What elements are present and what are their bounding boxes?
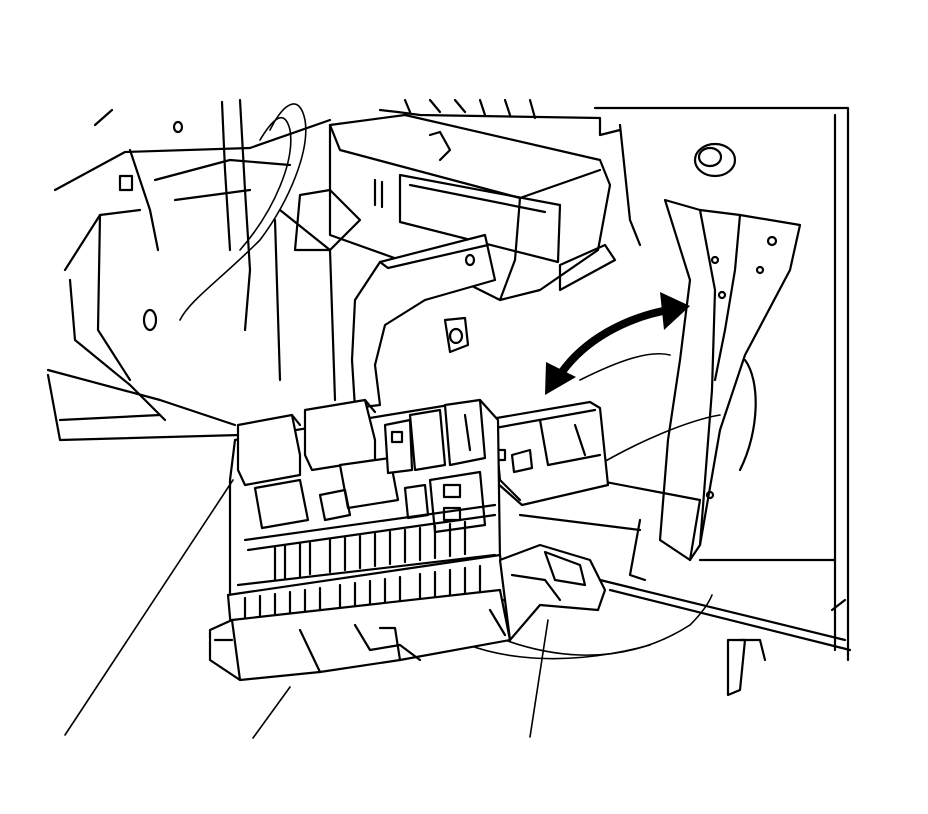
wiring-connector (483, 400, 610, 507)
right-pillar (598, 198, 852, 697)
leader-1 (64, 479, 234, 736)
mounting-tab (498, 543, 607, 642)
dash-structure (46, 98, 332, 442)
callout-leaders (64, 479, 549, 739)
leader-2 (252, 686, 291, 739)
control-module (273, 113, 617, 402)
mounting-bracket (350, 233, 497, 410)
rotation-arrow (545, 292, 690, 395)
leader-3 (529, 619, 549, 738)
fuse-relay-block (228, 398, 502, 602)
